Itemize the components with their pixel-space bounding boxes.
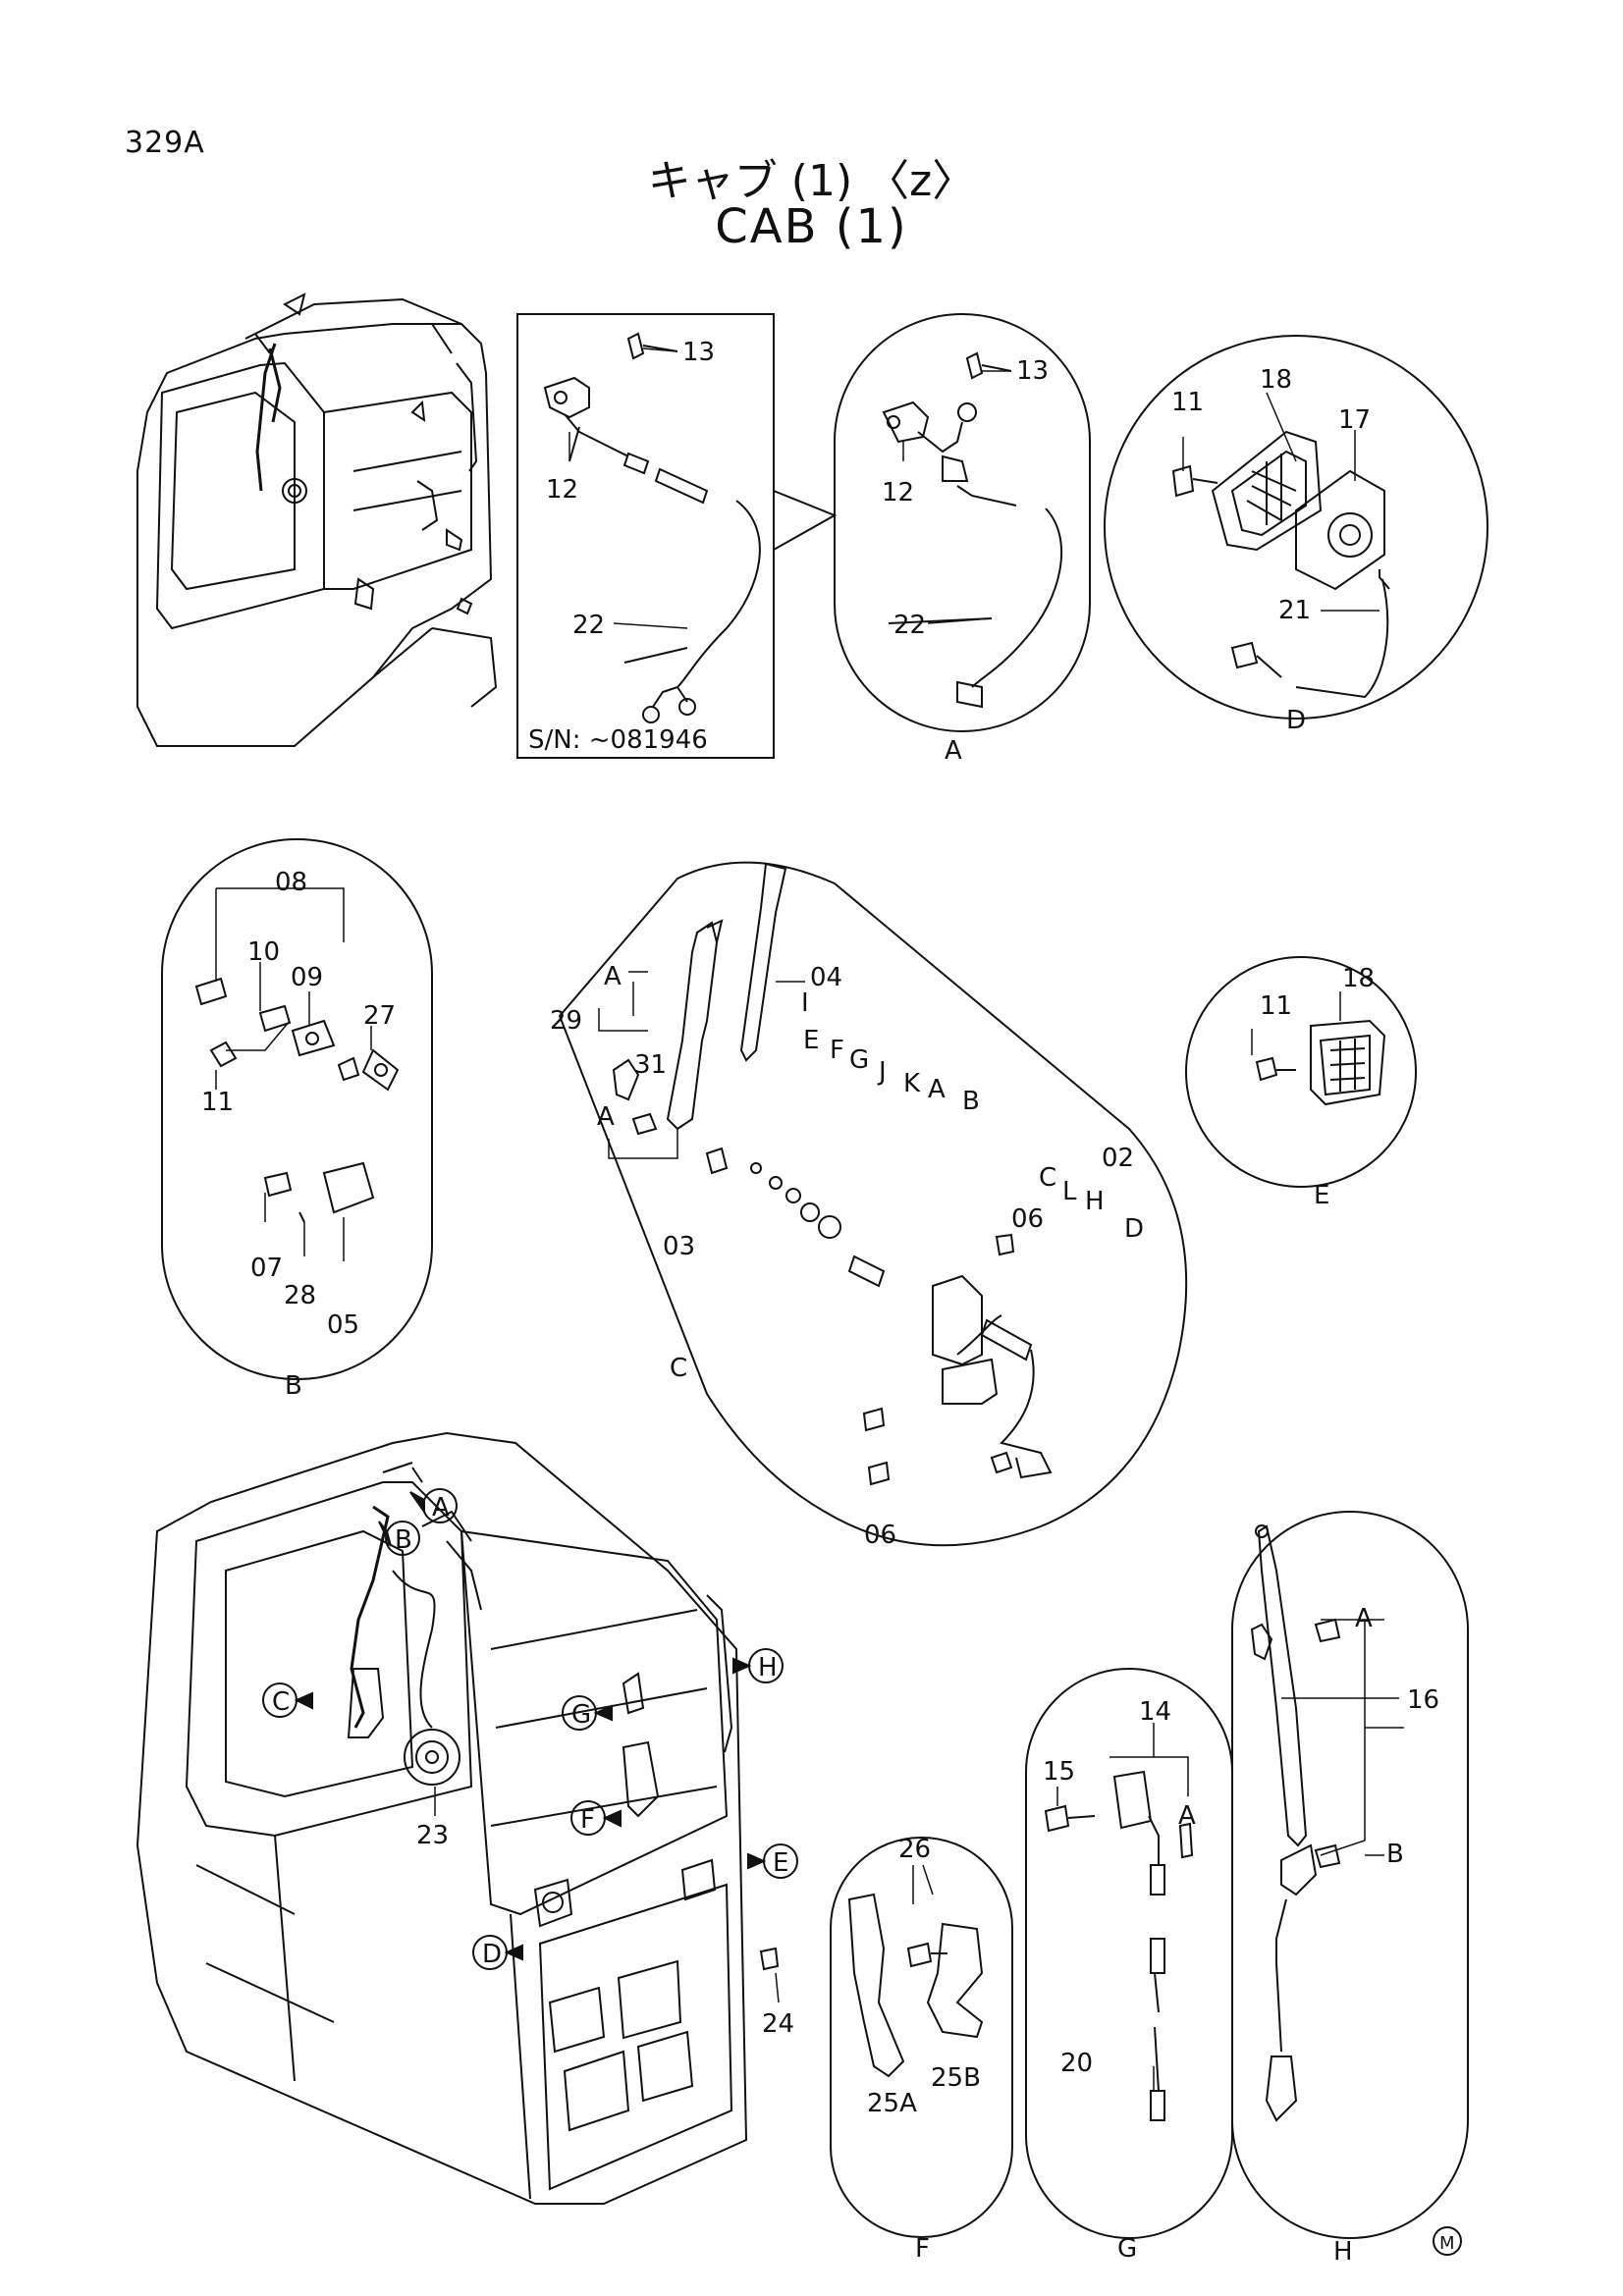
letter-e: E [803,1026,819,1055]
callout-e: E [773,1848,788,1878]
detail-f-frame [830,1837,1013,2238]
detail-label-c: C [670,1354,687,1383]
detail-label-f: F [915,2234,930,2264]
detail-label-b: B [285,1371,302,1401]
letter-f: F [830,1036,844,1065]
part-label-11: 11 [1171,388,1204,417]
part-label-20: 20 [1060,2049,1093,2078]
letter-k: K [903,1069,921,1098]
part-label-11: 11 [201,1088,234,1117]
callout-a: A [1355,1604,1373,1633]
serial-inset-box [516,313,775,759]
detail-a-harness [882,351,1063,709]
callout-h: H [758,1653,778,1682]
cab-overview-main [135,1431,780,2205]
part-label-18: 18 [1342,964,1375,993]
callout-f: F [580,1805,595,1835]
part-label-12: 12 [882,478,914,507]
letter-g: G [849,1045,869,1075]
part-label-28: 28 [284,1281,316,1310]
detail-b-parts [194,977,400,1223]
part-label-25a: 25A [867,2089,917,2118]
part-label-21: 21 [1278,596,1311,625]
detail-e-frame [1185,956,1417,1188]
detail-c-frame [558,861,1188,1547]
part-label-23: 23 [416,1821,449,1850]
part-label-27: 27 [363,1001,396,1031]
title-english: CAB (1) [715,199,908,254]
detail-h-antenna [1250,1524,1341,2122]
part-label-29: 29 [550,1006,582,1036]
part-label-13: 13 [1016,356,1049,386]
part-label-13: 13 [682,338,715,367]
letter-b: B [962,1087,980,1116]
detail-label-d: D [1286,706,1306,735]
letter-d: D [1124,1214,1144,1244]
callout-circles [262,1488,798,1970]
letter-c: C [1039,1163,1056,1193]
detail-g-frame [1025,1668,1233,2239]
part-label-08: 08 [275,868,307,897]
part-label-04: 04 [810,963,842,992]
letter-a: A [928,1075,946,1104]
manufacturer-logo-letter: M [1439,2233,1455,2254]
part-label-03: 03 [663,1232,695,1261]
part-label-06: 06 [1011,1204,1044,1234]
detail-label-g: G [1117,2234,1137,2264]
callout-a: A [597,1102,615,1132]
detail-d-frame [1104,335,1488,720]
part-label-25b: 25B [931,2063,981,2093]
letter-h: H [1085,1187,1105,1216]
detail-d-speaker [1171,430,1390,699]
title-japanese: キャブ (1) 〈z〉 [647,156,976,206]
inset-harness [543,332,761,723]
detail-label-h: H [1333,2237,1353,2267]
part-label-15: 15 [1043,1757,1075,1787]
callout-g: G [571,1700,591,1730]
callout-a: A [1178,1801,1196,1831]
callout-c: C [272,1687,290,1717]
part-label-02: 02 [1102,1144,1134,1173]
part-label-06: 06 [864,1521,896,1550]
leader-lines [215,347,1404,2091]
detail-h-frame [1231,1511,1469,2239]
detail-a-frame [834,313,1091,732]
part-label-11: 11 [1260,991,1292,1021]
page-code: 329A [125,126,205,160]
callout-b: B [395,1525,412,1555]
detail-b-frame [161,838,433,1380]
part-label-22: 22 [572,611,605,640]
callout-d: D [482,1940,502,1969]
callout-a: A [604,962,622,991]
cab-overview-small [136,293,498,747]
part-label-16: 16 [1407,1685,1439,1715]
part-label-18: 18 [1260,365,1292,395]
letter-j: J [877,1057,887,1087]
serial-number-note: S/N: ~081946 [528,725,708,755]
letter-l: L [1062,1177,1077,1206]
letter-i: I [801,988,809,1018]
part-label-05: 05 [327,1310,359,1340]
part-label-14: 14 [1139,1697,1171,1727]
part-label-31: 31 [634,1050,667,1080]
manufacturer-logo [1433,2226,1462,2256]
part-label-07: 07 [250,1254,283,1283]
part-label-09: 09 [291,963,323,992]
callout-b: B [1386,1840,1404,1869]
detail-label-e: E [1314,1181,1329,1210]
detail-f-pedal [847,1893,984,2078]
part-label-17: 17 [1338,405,1371,435]
inset-pointer [773,490,838,551]
part-label-10: 10 [247,937,280,967]
part-label-22: 22 [893,611,926,640]
detail-e-speaker [1255,1019,1386,1106]
detail-c-wiper [612,862,1053,1486]
part-label-24: 24 [762,2009,794,2039]
part-label-26: 26 [898,1835,931,1864]
part-label-12: 12 [546,475,578,505]
callout-a: A [432,1493,450,1522]
detail-label-a: A [945,736,962,766]
detail-g-parts [1044,1770,1194,2121]
